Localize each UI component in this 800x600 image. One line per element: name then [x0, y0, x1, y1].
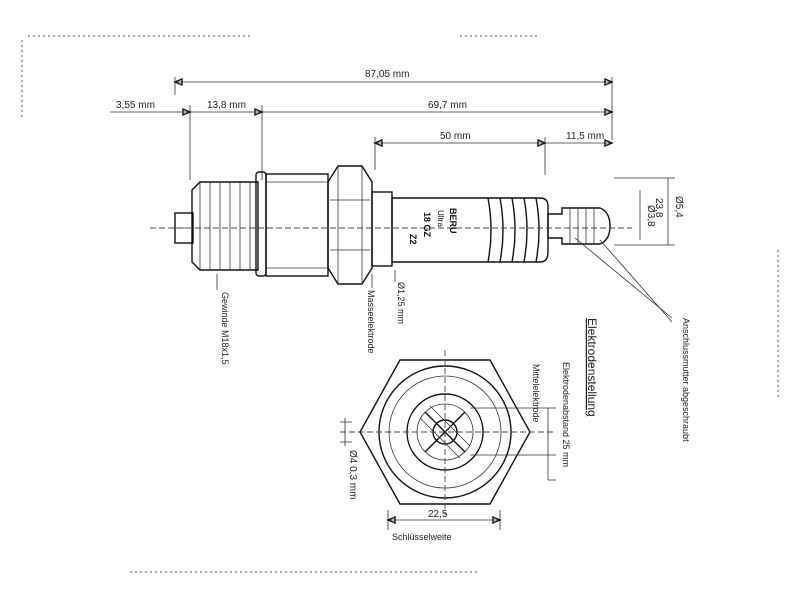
- brand-line-4: Z2: [408, 234, 418, 245]
- insulator: [391, 197, 549, 263]
- label-wrench-size: Schlüsselweite: [392, 532, 452, 542]
- brand-line-3: 18 GZ: [422, 212, 432, 238]
- dim-thread-length: 13,8 mm: [207, 100, 246, 111]
- brand-line-1: BERU: [448, 208, 458, 234]
- leader-lines: [216, 237, 673, 323]
- dimension-lines: [110, 77, 675, 246]
- shell-body: [265, 173, 329, 277]
- dim-hex-width: 22,5: [428, 509, 448, 520]
- label-connector: Anschlussmutter abgeschraubt: [681, 318, 691, 442]
- dim-left-offset: 3,55 mm: [116, 100, 155, 111]
- thread-section: [191, 181, 259, 271]
- terminal-nut: [547, 207, 611, 245]
- dim-diameter-c: 23,8: [653, 198, 664, 218]
- spark-plug-side-view: [150, 165, 632, 285]
- insulator-branding: BERU Ultra 18 GZ Z2: [408, 208, 458, 245]
- dim-overall-length: 87,05 mm: [365, 69, 409, 80]
- label-center-electrode: Mittelelektrode: [531, 364, 541, 423]
- label-spark-gap: Elektrodenabstand 25 mm: [561, 362, 571, 467]
- end-view-dimensions: [340, 407, 556, 530]
- hex-nut: [327, 165, 373, 285]
- dim-body-length: 69,7 mm: [428, 100, 467, 111]
- drawing-frame: [21, 35, 779, 573]
- dim-terminal-length: 11,5 mm: [566, 131, 604, 142]
- crimp-ring: [371, 191, 393, 267]
- dim-insulator-length: 50 mm: [440, 131, 471, 142]
- label-thread-spec: Gewinde M18x1,5: [220, 292, 230, 365]
- dim-diameter-b: Ø3,8: [645, 205, 656, 227]
- label-ground-electrode-dia: Ø1,25 mm: [396, 282, 406, 324]
- label-ground-electrode: Masseelektrode: [366, 290, 376, 354]
- dim-gap: Ø4 0,3 mm: [347, 450, 358, 499]
- dim-diameter-a: Ø5,4: [673, 196, 684, 218]
- end-view: [340, 350, 555, 515]
- caption-electrode-position: Elektrodenstellung: [585, 318, 599, 417]
- brand-line-2: Ultra: [436, 210, 445, 227]
